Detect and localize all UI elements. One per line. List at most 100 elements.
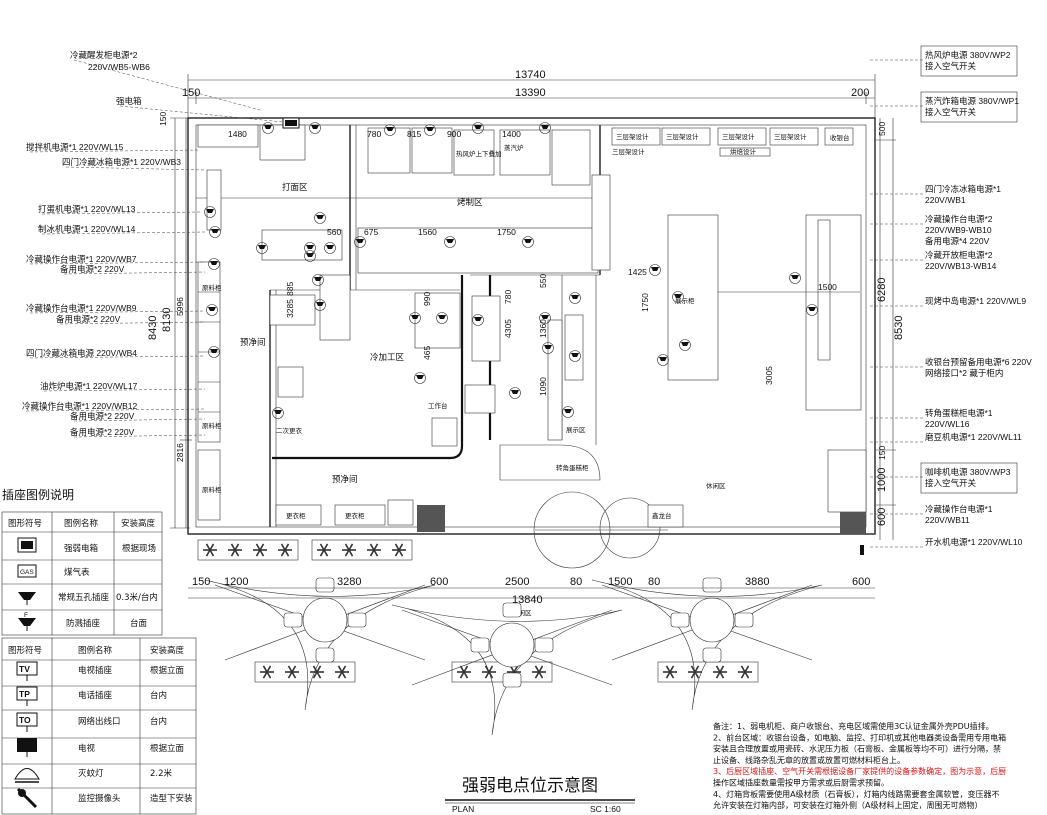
dim-inner-780: 780 xyxy=(367,129,381,139)
tv-icon xyxy=(17,738,37,757)
scale-label: SC 1:60 xyxy=(590,804,621,814)
dim-bottom-seg-0: 150 xyxy=(192,576,210,588)
dim-bottom-seg-1: 1200 xyxy=(224,576,248,588)
dim-left-150: 150 xyxy=(158,112,168,126)
remark-line-3: 止设备、线路杂乱无章的放置或放置可燃材料柜台上。 xyxy=(713,755,905,765)
equip-shelf-1: 三层架设计 xyxy=(616,132,649,141)
dim-inner-560: 560 xyxy=(327,227,341,237)
dim-right-6280: 6280 xyxy=(876,278,888,302)
dim-inner-550: 550 xyxy=(538,274,548,288)
legend2-name: 电话插座 xyxy=(78,690,113,701)
legend1-name-1: 煤气表 xyxy=(64,567,90,578)
legend1-name-2: 常规五孔插座 xyxy=(58,592,110,603)
dim-inner-3285: 3285 xyxy=(285,299,295,318)
legend1-name-3: 防溅插座 xyxy=(66,618,101,629)
dim-top-left: 150 xyxy=(182,87,200,99)
socket-marker xyxy=(539,312,551,324)
right-label-spec: 220V/WB9-WB10 xyxy=(925,225,992,235)
left-label-name: 四门冷藏冰箱电源*1 220V/WB3 xyxy=(62,157,181,167)
left-label-6: 冷藏操作台电源*1 220V/WB7 xyxy=(26,254,206,265)
umbrella-table-icon xyxy=(204,577,436,711)
room-bake: 烤制区 xyxy=(457,197,483,207)
dim-inner-780b: 780 xyxy=(503,290,513,304)
dim-inner-1090: 1090 xyxy=(538,377,548,396)
legend2-name: 网络出线口 xyxy=(78,716,121,727)
dim-inner-1750b: 1750 xyxy=(640,293,650,312)
dim-top-right: 200 xyxy=(851,87,869,99)
socket-marker xyxy=(806,304,818,316)
left-label-2: 搅拌机电源*1 220V/WL15 xyxy=(26,142,201,153)
left-label-11: 油炸炉电源*1 220V/WL17 xyxy=(40,381,206,392)
right-label-name: 蒸汽炸箱电源 380V/WP1 xyxy=(925,96,1019,106)
legend1-height-3: 台面 xyxy=(130,618,148,629)
socket-marker xyxy=(522,236,534,248)
left-label-14: 备用电源*2 220V xyxy=(70,427,206,438)
socket-marker xyxy=(444,236,456,248)
equip-xinlong: 鑫龙台 xyxy=(652,511,672,520)
tv-socket-icon: TV xyxy=(16,661,38,681)
gas-meter-icon: GAS xyxy=(17,564,37,578)
equip-showcase: 展示柜 xyxy=(675,296,695,305)
socket-marker xyxy=(384,124,396,136)
equip-material-2: 原料柜 xyxy=(202,421,222,430)
socket-marker xyxy=(679,339,691,351)
right-label-extra: 接入空气开关 xyxy=(925,478,977,488)
dim-top-total: 13740 xyxy=(515,69,546,81)
left-label-3: 四门冷藏冰箱电源*1 220V/WB3 xyxy=(62,157,206,171)
flower-icon xyxy=(663,665,677,679)
left-label-name: 备用电源*2 220V xyxy=(56,314,121,324)
left-label-4: 打蛋机电源*1 220V/WL13 xyxy=(38,204,201,215)
svg-text:F: F xyxy=(24,612,28,619)
dim-inner-465: 465 xyxy=(422,346,432,360)
flower-icon xyxy=(738,665,752,679)
right-label-4: 冷藏开放柜电源*2 220V/WB13-WB14 xyxy=(868,250,997,271)
dim-bottom-seg-5: 80 xyxy=(570,576,582,588)
room-worktable: 工作台 xyxy=(428,401,448,410)
room-prep-1: 预净间 xyxy=(240,337,266,347)
dim-inner-900: 900 xyxy=(447,129,461,139)
legend1-col-name: 图例名称 xyxy=(64,518,99,529)
drawing-title: 强弱电点位示意图 xyxy=(462,776,598,796)
flower-icon xyxy=(367,543,381,557)
left-label-name: 制冰机电源*1 220V/WL14 xyxy=(38,224,136,234)
socket-marker xyxy=(256,242,268,254)
dim-left-8430: 8430 xyxy=(147,316,159,340)
socket-marker xyxy=(657,354,669,366)
left-label-name: 冷藏操作台电源*1 220V/WB9 xyxy=(26,303,137,313)
socket-marker xyxy=(209,226,221,238)
dim-bottom-seg-9: 600 xyxy=(852,576,870,588)
socket-marker xyxy=(509,387,521,399)
socket-marker xyxy=(208,258,220,270)
right-label-10: 冷藏操作台电源*1 220V/WB11 xyxy=(868,504,993,525)
right-label-spec: 220V/WB11 xyxy=(925,515,970,525)
equip-steam: 蒸汽炉 xyxy=(504,143,524,152)
socket-marker xyxy=(314,212,326,224)
room-prep-2: 预净间 xyxy=(332,474,358,484)
legend2-glyph: TP xyxy=(19,689,30,699)
equip-cashier: 收银台 xyxy=(830,133,850,142)
flower-icon xyxy=(310,665,324,679)
socket-marker xyxy=(409,312,421,324)
left-label-name: 冷藏醒发柜电源*2 xyxy=(70,50,138,60)
right-label-extra: 备用电源*4 220V xyxy=(925,236,990,246)
umbrella-table-icon xyxy=(591,577,823,711)
flower-icon xyxy=(532,665,546,679)
remark-line-0: 备注：1、弱电机柜、商户收银台、充电区域需使用3C认证金属外壳PDU插排。 xyxy=(713,721,994,731)
equip-corner-cake: 转角蛋糕柜 xyxy=(556,463,589,472)
right-label-name: 冷藏操作台电源*2 xyxy=(925,214,993,224)
network-socket-icon: TO xyxy=(16,712,38,732)
dim-top-inner: 13390 xyxy=(515,87,546,99)
phone-socket-icon: TP xyxy=(16,686,38,706)
dim-inner-885: 885 xyxy=(285,282,295,296)
five-hole-socket-icon xyxy=(18,592,36,605)
equip-shelf-3: 三层架设计 xyxy=(722,132,755,141)
dim-inner-675: 675 xyxy=(364,227,378,237)
legend2-name: 电视 xyxy=(78,743,96,754)
right-label-name: 四门冷冻冰箱电源*1 xyxy=(925,184,1001,194)
room-cold: 冷加工区 xyxy=(370,352,405,362)
dim-inner-1360: 1360 xyxy=(538,319,548,338)
